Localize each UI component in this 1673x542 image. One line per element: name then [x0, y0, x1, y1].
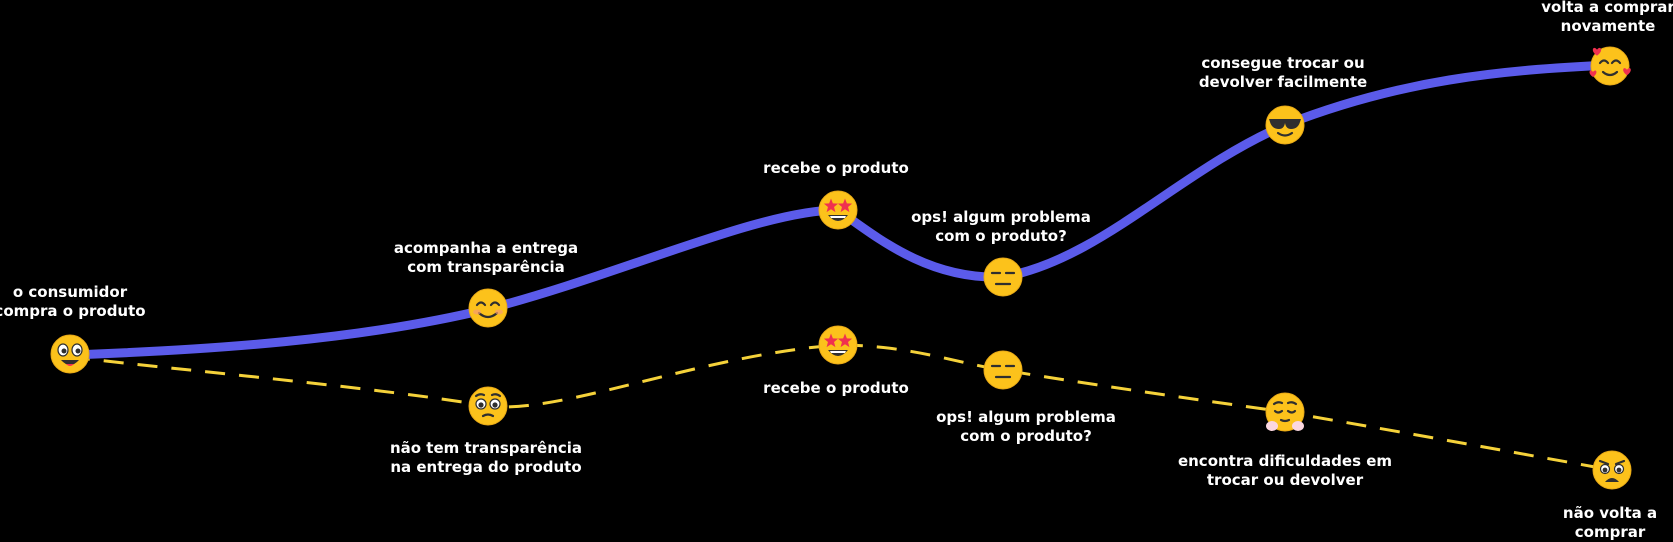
sad-journey-path: [69, 343, 1613, 472]
label-line: acompanha a entrega: [394, 239, 578, 257]
label-line: com o produto?: [935, 227, 1067, 245]
sad-path-stage-label: recebe o produto: [763, 379, 909, 397]
label-line: novamente: [1561, 17, 1656, 35]
label-line: ops! algum problema: [936, 408, 1116, 426]
star-struck-face-icon: [818, 190, 858, 230]
label-line: o consumidor: [13, 283, 128, 301]
anguished-face-icon: [1592, 450, 1632, 490]
label-line: compra o produto: [0, 302, 146, 320]
label-line: não tem transparência: [390, 439, 582, 457]
grinning-face-icon: [50, 334, 90, 374]
smiling-face-icon: [468, 288, 508, 328]
sunglasses-face-icon: [1265, 105, 1305, 145]
smiling-face-with-hearts-icon: [1589, 46, 1631, 86]
label-line: recebe o produto: [763, 159, 909, 177]
label-line: com transparência: [407, 258, 565, 276]
happy-journey-path: [65, 60, 1615, 360]
star-struck-face-icon: [818, 325, 858, 365]
relieved-face-icon: [1265, 392, 1305, 432]
expressionless-face-icon: [983, 257, 1023, 297]
label-line: volta a comprar: [1541, 0, 1673, 16]
label-line: encontra dificuldades em: [1178, 452, 1392, 470]
label-line: ops! algum problema: [911, 208, 1091, 226]
label-line: comprar: [1575, 523, 1646, 541]
expressionless-face-icon: [983, 350, 1023, 390]
label-line: na entrega do produto: [390, 458, 581, 476]
label-line: não volta a: [1563, 504, 1657, 522]
happy-path-stage-label: recebe o produto: [763, 159, 909, 177]
label-line: com o produto?: [960, 427, 1092, 445]
label-line: consegue trocar ou: [1201, 54, 1364, 72]
pleading-face-icon: [468, 386, 508, 426]
label-line: devolver facilmente: [1199, 73, 1367, 91]
label-line: recebe o produto: [763, 379, 909, 397]
label-line: trocar ou devolver: [1207, 471, 1364, 489]
